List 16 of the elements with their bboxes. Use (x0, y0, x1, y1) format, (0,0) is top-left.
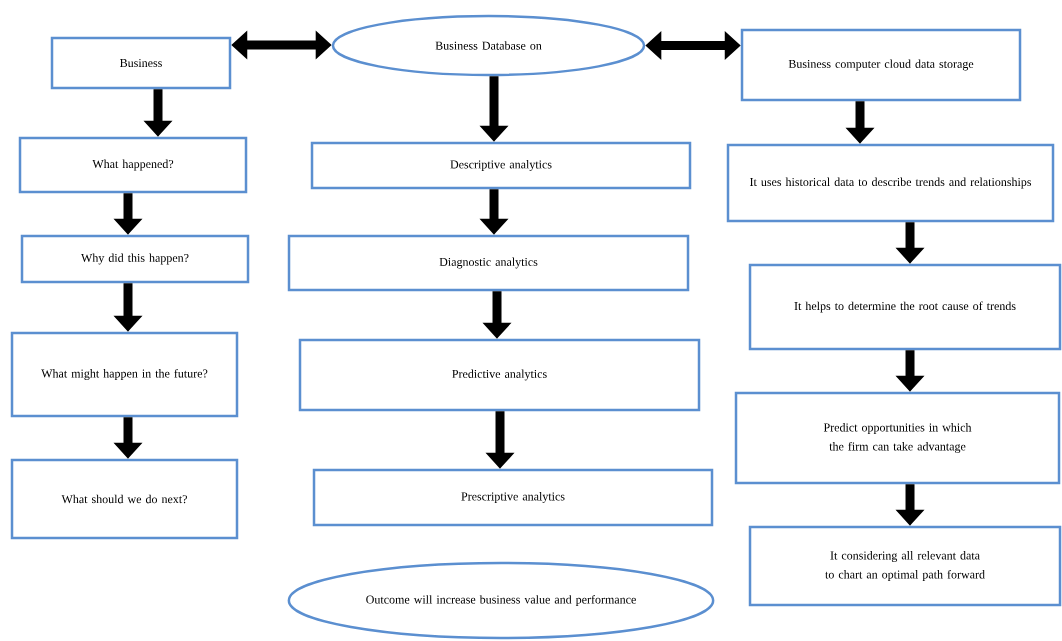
process-box: Why did this happen? (20, 234, 250, 284)
process-box: Business computer cloud data storage (740, 28, 1022, 102)
process-box: Predict opportunities in which the firm can take advantage (734, 391, 1061, 485)
process-box: What should we do next? (10, 458, 239, 540)
process-box: Business (50, 36, 232, 90)
oval-node: Outcome will increase business value and performance (287, 561, 715, 640)
process-box: What might happen in the future? (10, 331, 239, 418)
process-box: Diagnostic analytics (287, 234, 690, 292)
process-box: Prescriptive analytics (312, 468, 714, 527)
process-box: Descriptive analytics (310, 141, 692, 190)
oval-node: Business Database on (331, 14, 646, 77)
process-box: It helps to determine the root cause of trends (748, 263, 1062, 351)
process-box: What happened? (18, 136, 248, 194)
process-box: It uses historical data to describe trends and relationships (726, 143, 1055, 223)
process-box: Predictive analytics (298, 338, 701, 412)
process-box: It considering all relevant data to chart an optimal path forward (748, 525, 1062, 607)
